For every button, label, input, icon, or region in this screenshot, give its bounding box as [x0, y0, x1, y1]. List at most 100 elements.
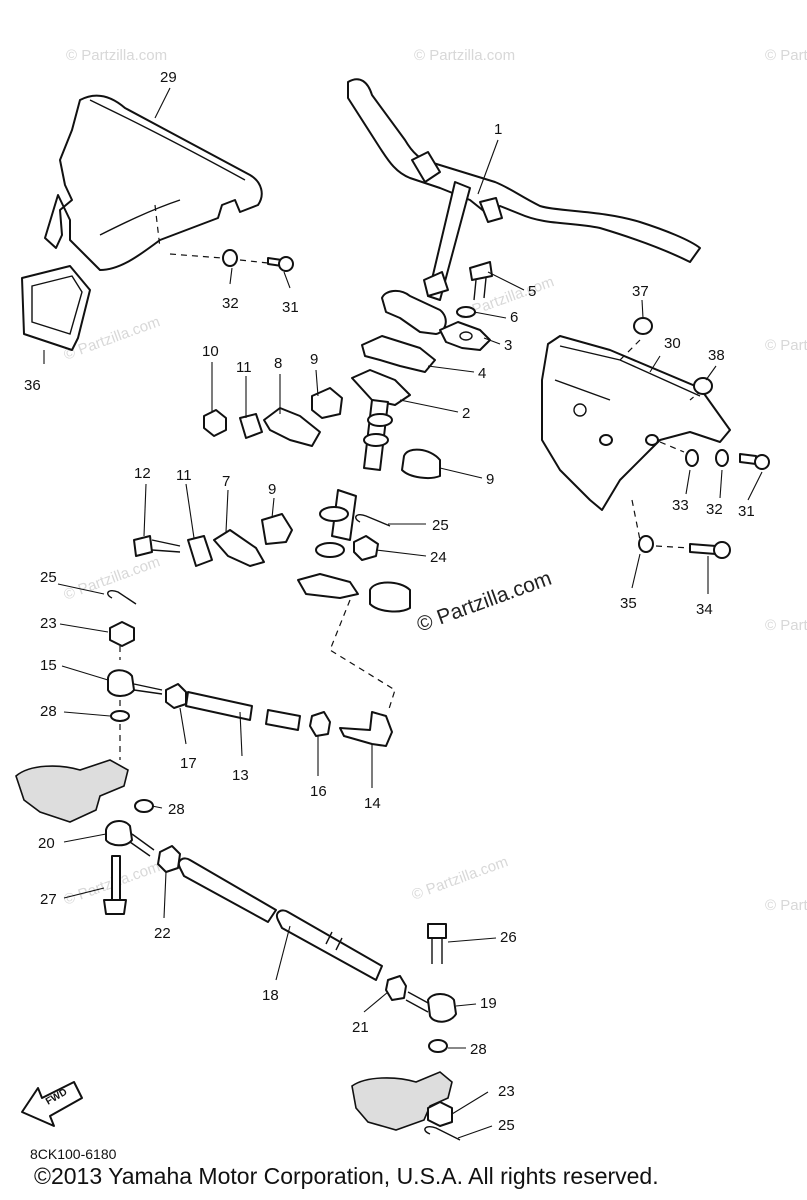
part-3-clamp	[439, 321, 491, 351]
part-7-clamp	[213, 529, 265, 567]
callout-37: 37	[632, 283, 649, 300]
part-13-tie-rod-upper	[185, 691, 301, 731]
callout-29: 29	[160, 69, 177, 86]
callout-25-lower: 25	[498, 1117, 515, 1134]
callout-7: 7	[222, 473, 230, 490]
watermark: © Partzilla.com	[765, 47, 807, 64]
part-link-dash	[119, 599, 396, 760]
callout-3: 3	[504, 337, 512, 354]
watermark: © Partzilla.com	[414, 47, 515, 64]
callout-17: 17	[180, 755, 197, 772]
part-35-34-lower-right	[631, 499, 731, 559]
part-4-holder	[361, 335, 436, 373]
callout-14: 14	[364, 795, 381, 812]
part-2-column-upper	[351, 369, 411, 471]
part-28-washer-lower	[428, 1039, 448, 1053]
part-30-panel	[541, 335, 731, 511]
callouts: 29 1 5 6 3 4 2 9 9 8 11 10 12 11 7 9 25 …	[24, 69, 755, 1134]
part-28-washer-upper	[110, 710, 130, 722]
part-ski-knuckle-right	[351, 1071, 453, 1131]
watermark: © Partzilla.com	[66, 47, 167, 64]
part-18-tie-rod-lower	[178, 857, 383, 981]
part-ski-knuckle-left	[15, 759, 129, 823]
part-12-bolt	[133, 535, 181, 557]
part-5-bolt	[469, 261, 493, 301]
part-9-bushing-lower-left	[261, 513, 293, 545]
callout-32-left: 32	[222, 295, 239, 312]
part-25-cotter-pin-upper	[355, 513, 391, 527]
part-9-bushing-upper	[311, 387, 343, 419]
callout-34: 34	[696, 601, 713, 618]
callout-35: 35	[620, 595, 637, 612]
part-1-handlebar	[347, 78, 701, 335]
callout-24: 24	[430, 549, 447, 566]
callout-28-middle: 28	[168, 801, 185, 818]
part-17-nut	[165, 683, 187, 709]
callout-9-right: 9	[486, 471, 494, 488]
callout-32-right: 32	[706, 501, 723, 518]
part-32-31-left	[169, 249, 294, 272]
callout-33: 33	[672, 497, 689, 514]
part-38-grommet	[693, 377, 713, 395]
part-23-nut-lower	[427, 1101, 453, 1127]
callout-11-upper: 11	[236, 359, 252, 376]
part-16-nut	[309, 711, 331, 737]
watermark: © Partzilla.com	[765, 337, 807, 354]
callout-19: 19	[480, 995, 497, 1012]
part-27-bolt	[103, 855, 127, 915]
callout-26: 26	[500, 929, 517, 946]
part-14-ball-joint	[339, 711, 393, 747]
callout-27: 27	[40, 891, 57, 908]
callout-21: 21	[352, 1019, 369, 1036]
copyright-notice: ©2013 Yamaha Motor Corporation, U.S.A. A…	[34, 1163, 659, 1189]
watermark: © Partzilla.com	[410, 853, 511, 904]
part-11-bracket-upper	[239, 413, 263, 439]
part-11-bracket-lower	[187, 535, 213, 567]
part-33-32-31-right	[685, 449, 770, 470]
part-28-washer-middle	[134, 799, 154, 813]
part-19-ball-joint	[405, 991, 457, 1023]
callout-4: 4	[478, 365, 486, 382]
watermark: © Partzilla.com	[62, 553, 163, 604]
callout-8: 8	[274, 355, 282, 372]
watermark: © Partzilla.com	[765, 617, 807, 634]
callout-23-upper: 23	[40, 615, 57, 632]
callout-10: 10	[202, 343, 219, 360]
callout-30: 30	[664, 335, 681, 352]
callout-15: 15	[40, 657, 57, 674]
part-20-ball-joint	[105, 820, 155, 857]
part-8-clamp	[263, 407, 321, 447]
part-column-lower	[297, 489, 359, 599]
callout-9-lower: 9	[268, 481, 276, 498]
leader-lines	[43, 87, 763, 1139]
callout-12: 12	[134, 465, 151, 482]
watermark-center: © Partzilla.com	[414, 567, 555, 637]
callout-31-right: 31	[738, 503, 755, 520]
document-code: 8CK100-6180	[30, 1146, 117, 1162]
callout-2: 2	[462, 405, 470, 422]
part-15-ball-joint	[107, 669, 163, 697]
callout-28-lower: 28	[470, 1041, 487, 1058]
callout-16: 16	[310, 783, 327, 800]
part-29-handlebar-cover	[44, 94, 263, 271]
callout-1: 1	[494, 121, 502, 138]
part-25-cotter-pin-lower	[424, 1125, 461, 1141]
part-26-bolt	[427, 923, 447, 964]
callout-5: 5	[528, 283, 536, 300]
watermark: © Partzilla.com	[765, 897, 807, 914]
part-37-grommet	[633, 317, 653, 335]
callout-31-left: 31	[282, 299, 299, 316]
part-22-nut	[157, 845, 181, 873]
callout-9-upper: 9	[310, 351, 318, 368]
part-10-nut	[203, 409, 227, 437]
callout-38: 38	[708, 347, 725, 364]
callout-25-upper: 25	[432, 517, 449, 534]
part-21-nut	[385, 975, 407, 1001]
callout-13: 13	[232, 767, 249, 784]
part-25-cotter-pin-left	[107, 589, 137, 605]
callout-6: 6	[510, 309, 518, 326]
callout-36: 36	[24, 377, 41, 394]
part-24-nut	[353, 535, 379, 561]
part-23-nut-upper	[109, 621, 135, 647]
